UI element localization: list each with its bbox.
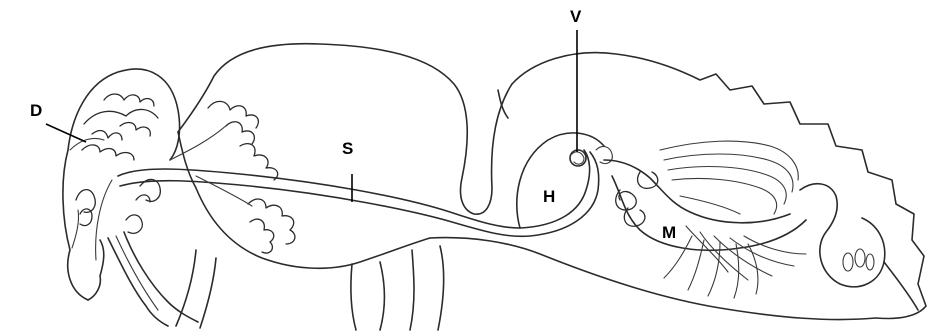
legs [176,246,444,330]
label-m: M [662,224,676,241]
mouthparts [108,232,198,326]
oesophagus [96,150,599,260]
abdomen-outline [430,53,926,320]
midgut [604,160,806,250]
thoracic-salivary-gland [170,101,295,253]
label-v: V [570,8,581,25]
label-s: S [342,140,353,157]
malpighian-tubules [660,141,806,298]
hindgut [800,184,918,310]
leader-d [46,124,86,142]
label-d: D [30,102,42,119]
hypopharyngeal-gland [76,94,160,233]
label-h: H [543,188,555,205]
